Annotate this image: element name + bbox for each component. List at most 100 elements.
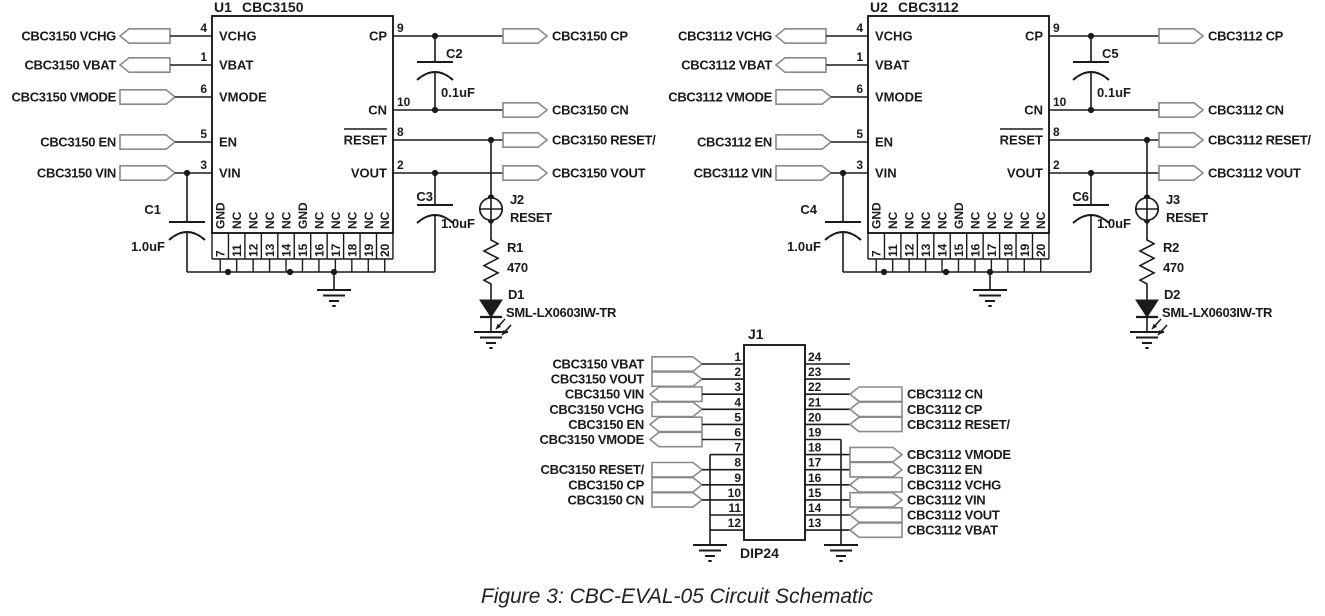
pin-name: VOUT [351, 166, 387, 181]
pin-number: 10 [1053, 95, 1067, 109]
net-flag [651, 461, 704, 478]
pin-number: 7 [870, 250, 884, 257]
pin-number: 2 [1053, 158, 1060, 172]
bottom-pins: 7GND11NC12NC13NC14NC15GND16NC17NC18NC19N… [211, 202, 394, 272]
net-flag [651, 371, 704, 388]
capacitor-value: 0.1uF [441, 85, 475, 100]
pin-name: NC [1018, 211, 1032, 229]
connector-part-number: DIP24 [740, 545, 779, 561]
net-flag [648, 386, 703, 403]
capacitor-refdes: C4 [800, 202, 817, 217]
net-flag [848, 401, 903, 418]
net-label: CBC3150 VCHG [549, 402, 644, 417]
pin-name: NC [329, 211, 343, 229]
capacitor-c3: C31.0uF [416, 169, 475, 272]
capacitor-value: 1.0uF [441, 216, 475, 231]
chip-part-number: CBC3150 [242, 0, 304, 15]
pin-number: 24 [808, 350, 822, 364]
pin-number: 3 [734, 380, 741, 394]
pin-number: 8 [397, 125, 404, 139]
pin-number: 4 [856, 21, 863, 35]
pin-number: 18 [345, 243, 359, 257]
net-label: CBC3112 VMODE [668, 90, 772, 105]
pin-number: 20 [378, 243, 392, 257]
pin-name: EN [875, 135, 893, 150]
net-label: CBC3112 EN [907, 462, 982, 477]
pin-name: NC [263, 211, 277, 229]
pin-name: NC [985, 211, 999, 229]
net-flag [119, 165, 177, 181]
pin-name: VOUT [1007, 166, 1043, 181]
net-label: CBC3150 CP [552, 29, 628, 44]
net-label: CBC3112 CP [907, 402, 983, 417]
capacitor-refdes: C2 [446, 46, 463, 61]
net-label: CBC3112 CP [1208, 29, 1284, 44]
pin-name: VIN [875, 166, 897, 181]
pin-name: RESET [1000, 133, 1043, 148]
pin-number: 8 [734, 456, 741, 470]
net-label: CBC3150 VMODE [540, 432, 645, 447]
resistor-zigzag [1138, 221, 1156, 300]
net-label: CBC3112 VCHG [678, 29, 772, 44]
pin-number: 15 [952, 243, 966, 257]
pin-number: 13 [263, 243, 277, 257]
junction-dot [880, 268, 888, 276]
led-part-number: SML-LX0603IW-TR [506, 305, 617, 320]
net-label: CBC3150 CN [552, 103, 628, 118]
pin-number: 20 [1034, 243, 1048, 257]
net-flag [502, 27, 549, 45]
chip-part-number: CBC3112 [898, 0, 959, 15]
net-label: CBC3150 VOUT [551, 372, 645, 387]
capacitor-c4: C41.0uF [787, 169, 862, 272]
pin-number: 20 [808, 410, 822, 424]
resistor-value: 470 [507, 260, 528, 275]
ground-symbol [973, 289, 1007, 307]
chip-refdes: U2 [870, 0, 888, 15]
capacitor-c5: C50.1uF [1072, 32, 1131, 114]
connector-pin-12: 12 [710, 516, 744, 531]
pin-name: NC [968, 211, 982, 229]
pin-number: 16 [808, 471, 822, 485]
pin-number: 6 [200, 82, 207, 96]
pin-number: 10 [397, 95, 411, 109]
net-label: CBC3150 RESET/ [541, 462, 645, 477]
pin-number: 15 [296, 243, 310, 257]
pin-number: 19 [808, 426, 822, 440]
pin-name: EN [219, 135, 237, 150]
net-label: CBC3112 CN [907, 387, 983, 402]
pin-number: 22 [808, 380, 822, 394]
pin-number: 23 [808, 365, 822, 379]
pin-number: 9 [734, 471, 741, 485]
test-point-refdes: J3 [1166, 192, 1180, 207]
test-point-label: RESET [510, 210, 552, 225]
connector-pin-19: 19 [805, 426, 841, 441]
pin-number: 19 [1018, 243, 1032, 257]
pin-number: 14 [936, 243, 950, 257]
pin-number: 1 [734, 350, 741, 364]
pin-number: 12 [903, 243, 917, 257]
net-label: CBC3150 VMODE [12, 90, 117, 105]
led-refdes: D1 [508, 287, 524, 302]
led-triangle [1135, 299, 1159, 318]
junction-dot [224, 268, 232, 276]
resistor-refdes: R1 [507, 240, 523, 255]
pin-name: VMODE [219, 90, 267, 105]
net-flag [848, 476, 903, 493]
net-flag [775, 89, 833, 105]
pin-number: 9 [1053, 21, 1060, 35]
resistor-zigzag [482, 221, 500, 300]
net-flag [774, 56, 827, 73]
pin-name: VCHG [219, 29, 257, 44]
